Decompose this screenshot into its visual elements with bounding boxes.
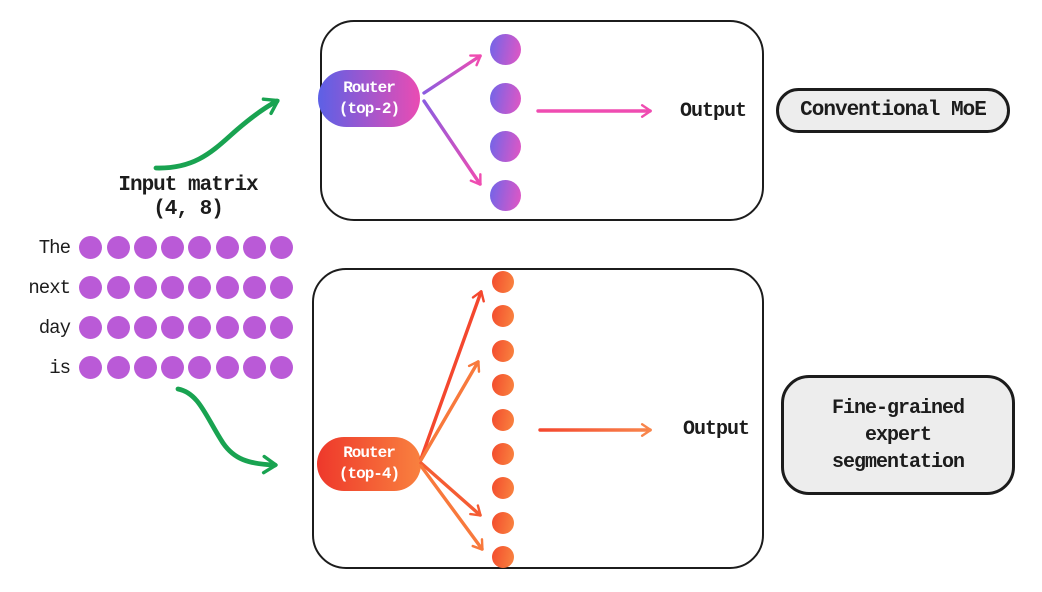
token-dot	[161, 236, 185, 259]
input-matrix-title-text: Input matrix	[118, 174, 258, 197]
router-top2: Router (top-2)	[318, 70, 420, 127]
token-dot	[133, 356, 157, 379]
token-row: is	[8, 356, 294, 379]
token-dot	[133, 276, 157, 299]
token-row: day	[8, 316, 294, 339]
token-dot	[106, 316, 130, 339]
token-label: is	[49, 356, 71, 379]
token-dot	[243, 276, 267, 299]
token-dot	[133, 316, 157, 339]
green-arrow-to-conventional	[153, 97, 280, 171]
token-dot	[270, 356, 294, 379]
input-matrix-title: Input matrix (4, 8)	[88, 174, 288, 222]
token-dot	[215, 236, 239, 259]
token-dot	[161, 356, 185, 379]
fine-grained-experts	[492, 271, 514, 569]
conventional-experts	[490, 34, 521, 211]
expert-circle	[490, 131, 521, 162]
input-matrix-shape: (4, 8)	[153, 198, 224, 221]
token-dot	[270, 276, 294, 299]
green-arrow-to-fine-grained	[175, 386, 278, 475]
token-dot	[243, 316, 267, 339]
conventional-moe-caption: Conventional MoE	[776, 88, 1010, 133]
expert-circle	[490, 34, 521, 65]
input-matrix: The next day is	[8, 236, 294, 379]
token-dot	[188, 316, 212, 339]
token-dot	[243, 236, 267, 259]
token-dot	[270, 236, 294, 259]
token-dot	[215, 316, 239, 339]
expert-circle	[492, 339, 514, 362]
token-dot	[79, 236, 103, 259]
token-dot	[188, 356, 212, 379]
token-dot	[106, 276, 130, 299]
expert-circle	[492, 546, 514, 569]
token-dot	[79, 316, 103, 339]
token-dot	[215, 276, 239, 299]
token-dot	[106, 356, 130, 379]
expert-circle	[490, 179, 521, 211]
router-top4: Router (top-4)	[317, 437, 421, 491]
token-dot	[79, 276, 103, 299]
fine-grained-box	[312, 268, 764, 569]
token-dot	[79, 356, 103, 379]
token-dot	[188, 276, 212, 299]
token-dot	[188, 236, 212, 259]
expert-circle	[492, 511, 514, 534]
expert-circle	[492, 477, 514, 500]
fine-grained-caption: Fine-grained expert segmentation	[781, 375, 1015, 495]
token-row: next	[8, 276, 294, 299]
token-label: day	[38, 316, 71, 339]
token-dot	[106, 236, 130, 259]
token-dot	[161, 276, 185, 299]
expert-circle	[490, 82, 521, 114]
token-dot	[133, 236, 157, 259]
token-dot	[243, 356, 267, 379]
token-dot	[161, 316, 185, 339]
output-label-fine-grained: Output	[683, 418, 750, 441]
token-dot	[270, 316, 294, 339]
token-label: next	[28, 276, 71, 299]
token-row: The	[8, 236, 294, 259]
expert-circle	[492, 408, 514, 431]
expert-circle	[492, 305, 514, 328]
expert-circle	[492, 271, 514, 293]
output-label-conventional: Output	[680, 100, 747, 123]
expert-circle	[492, 374, 514, 397]
token-label: The	[38, 236, 71, 259]
token-dot	[215, 356, 239, 379]
expert-circle	[492, 442, 514, 465]
